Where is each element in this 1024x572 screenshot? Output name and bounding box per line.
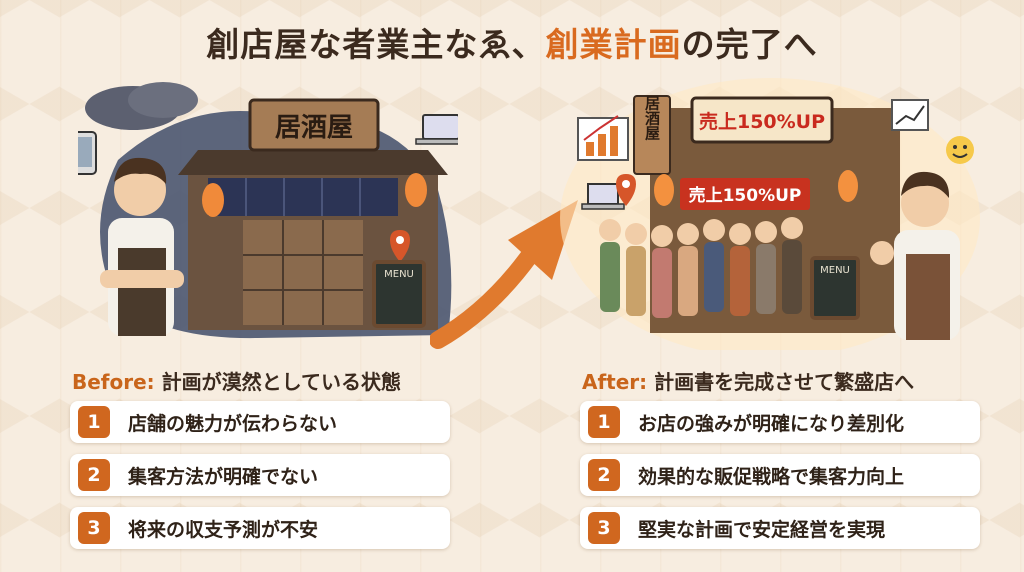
after-list-item: 2 効果的な販促戦略で集客力向上 bbox=[580, 454, 980, 496]
before-item-text: 集客方法が明確でない bbox=[128, 465, 319, 488]
number-badge: 2 bbox=[78, 459, 110, 491]
title-main: 創店屋な者業主なゑ、 bbox=[206, 25, 546, 64]
before-list-item: 2 集客方法が明確でない bbox=[70, 454, 450, 496]
after-shop-sign: 居酒屋 bbox=[643, 96, 661, 142]
before-tag: Before: bbox=[72, 370, 155, 394]
after-sales-banner-top: 売上150%UP bbox=[699, 110, 825, 133]
before-item-text: 将来の収支予測が不安 bbox=[128, 518, 319, 541]
happy-owner-figure bbox=[870, 171, 960, 340]
laptop-icon bbox=[581, 183, 625, 210]
after-heading: After: 計画書を完成させて繁盛店へ bbox=[582, 366, 914, 395]
after-item-text: お店の強みが明確になり差別化 bbox=[638, 412, 905, 435]
after-item-text: 堅実な計画で安定経営を実現 bbox=[638, 518, 886, 541]
number-badge: 3 bbox=[588, 512, 620, 544]
number-badge: 1 bbox=[588, 406, 620, 438]
before-item-text: 店舗の魅力が伝わらない bbox=[128, 412, 338, 435]
after-list-item: 3 堅実な計画で安定経営を実現 bbox=[580, 507, 980, 549]
before-list-item: 1 店舗の魅力が伝わらない bbox=[70, 401, 450, 443]
customer-queue bbox=[599, 217, 803, 318]
after-illustration: 居酒屋 売上150%UP 売上150%UP MENU bbox=[560, 78, 980, 350]
after-heading-text: 計画書を完成させて繁盛店へ bbox=[647, 370, 915, 394]
page-title: 創店屋な者業主なゑ、創業計画の完了へ bbox=[0, 18, 1024, 66]
worried-owner-figure bbox=[100, 157, 184, 336]
number-badge: 1 bbox=[78, 406, 110, 438]
after-item-text: 効果的な販促戦略で集客力向上 bbox=[638, 465, 905, 488]
phone-icon bbox=[78, 131, 97, 175]
growth-chart-icon-right bbox=[891, 99, 929, 131]
after-sales-banner-mid: 売上150%UP bbox=[689, 185, 802, 206]
before-list-item: 3 将来の収支予測が不安 bbox=[70, 507, 450, 549]
before-shop-sign: 居酒屋 bbox=[275, 113, 353, 143]
before-heading: Before: 計画が漠然としている状態 bbox=[72, 366, 401, 395]
title-tail: の完了へ bbox=[681, 25, 818, 64]
growth-chart-icon bbox=[577, 115, 629, 161]
laptop-icon bbox=[415, 114, 458, 145]
after-menu-board: MENU bbox=[820, 265, 850, 276]
before-illustration: 居酒屋 MENU bbox=[78, 82, 458, 339]
before-list: 1 店舗の魅力が伝わらない 2 集客方法が明確でない 3 将来の収支予測が不安 bbox=[70, 401, 450, 560]
before-menu-board: MENU bbox=[384, 269, 414, 280]
after-tag: After: bbox=[582, 370, 648, 394]
smiley-icon bbox=[946, 136, 974, 164]
after-list: 1 お店の強みが明確になり差別化 2 効果的な販促戦略で集客力向上 3 堅実な計… bbox=[580, 401, 980, 560]
after-list-item: 1 お店の強みが明確になり差別化 bbox=[580, 401, 980, 443]
number-badge: 3 bbox=[78, 512, 110, 544]
location-pin-icon bbox=[390, 230, 410, 262]
number-badge: 2 bbox=[588, 459, 620, 491]
before-heading-text: 計画が漠然としている状態 bbox=[154, 370, 402, 394]
title-accent: 創業計画 bbox=[545, 25, 682, 64]
location-pin-icon bbox=[616, 174, 636, 206]
